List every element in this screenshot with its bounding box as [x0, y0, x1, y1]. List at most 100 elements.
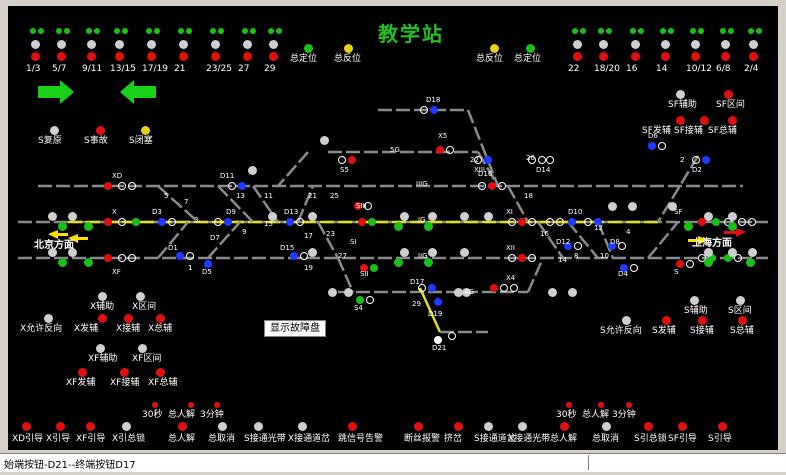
x-send-button[interactable] [98, 314, 107, 323]
signal-button[interactable] [268, 212, 277, 221]
signal-button[interactable] [728, 212, 737, 221]
signal-button[interactable] [548, 288, 557, 297]
x-permit-button[interactable] [44, 314, 53, 323]
control-button[interactable] [141, 126, 150, 135]
signal-button[interactable] [344, 288, 353, 297]
bottom-button[interactable] [454, 422, 463, 431]
bottom-button[interactable] [56, 422, 65, 431]
control-button[interactable] [96, 126, 105, 135]
signal-button[interactable] [628, 202, 637, 211]
control-button[interactable] [50, 126, 59, 135]
switch-position-button[interactable] [721, 40, 730, 49]
bottom-button[interactable] [254, 422, 263, 431]
total-normal-button[interactable] [526, 44, 535, 53]
signal-button[interactable] [394, 258, 403, 267]
switch-position-button[interactable] [115, 40, 124, 49]
switch-reverse-button[interactable] [721, 52, 730, 61]
xf-total-button[interactable] [156, 368, 165, 377]
switch-position-button[interactable] [573, 40, 582, 49]
total-reverse-button[interactable] [490, 44, 499, 53]
bottom-button[interactable] [218, 422, 227, 431]
signal-button[interactable] [728, 248, 737, 257]
signal-button[interactable] [704, 212, 713, 221]
sf-button[interactable] [676, 116, 685, 125]
xf-section-button[interactable] [138, 344, 147, 353]
signal-button[interactable] [462, 288, 471, 297]
s-permit-button[interactable] [622, 316, 631, 325]
signal-button[interactable] [568, 288, 577, 297]
bottom-button[interactable] [484, 422, 493, 431]
switch-reverse-button[interactable] [749, 52, 758, 61]
switch-position-button[interactable] [147, 40, 156, 49]
xf-receive-button[interactable] [120, 368, 129, 377]
signal-button[interactable] [428, 212, 437, 221]
bottom-button[interactable] [414, 422, 423, 431]
s-total-button[interactable] [738, 316, 747, 325]
signal-button[interactable] [428, 248, 437, 257]
switch-position-button[interactable] [179, 40, 188, 49]
switch-reverse-button[interactable] [147, 52, 156, 61]
s-section-button[interactable] [736, 296, 745, 305]
bottom-button[interactable] [348, 422, 357, 431]
switch-reverse-button[interactable] [573, 52, 582, 61]
total-reverse-button[interactable] [344, 44, 353, 53]
signal-button[interactable] [248, 166, 257, 175]
switch-reverse-button[interactable] [631, 52, 640, 61]
signal-button[interactable] [460, 248, 469, 257]
xf-send-button[interactable] [78, 368, 87, 377]
bottom-button[interactable] [178, 422, 187, 431]
switch-position-button[interactable] [691, 40, 700, 49]
switch-position-button[interactable] [631, 40, 640, 49]
signal-button[interactable] [728, 222, 737, 231]
switch-reverse-button[interactable] [691, 52, 700, 61]
signal-button[interactable] [424, 222, 433, 231]
switch-position-button[interactable] [57, 40, 66, 49]
signal-button[interactable] [68, 248, 77, 257]
switch-reverse-button[interactable] [599, 52, 608, 61]
switch-position-button[interactable] [269, 40, 278, 49]
switch-position-button[interactable] [243, 40, 252, 49]
s-receive-button[interactable] [698, 316, 707, 325]
signal-button[interactable] [400, 212, 409, 221]
switch-reverse-button[interactable] [211, 52, 220, 61]
signal-button[interactable] [320, 136, 329, 145]
bottom-button[interactable] [718, 422, 727, 431]
x-total-button[interactable] [156, 314, 165, 323]
signal-button[interactable] [608, 202, 617, 211]
signal-button[interactable] [704, 258, 713, 267]
switch-reverse-button[interactable] [179, 52, 188, 61]
bottom-button[interactable] [298, 422, 307, 431]
signal-button[interactable] [58, 222, 67, 231]
signal-button[interactable] [668, 202, 677, 211]
signal-button[interactable] [484, 212, 493, 221]
signal-button[interactable] [394, 222, 403, 231]
xf-aux-button[interactable] [96, 344, 105, 353]
switch-position-button[interactable] [599, 40, 608, 49]
x-section-button[interactable] [136, 292, 145, 301]
switch-reverse-button[interactable] [57, 52, 66, 61]
switch-position-button[interactable] [87, 40, 96, 49]
signal-button[interactable] [68, 212, 77, 221]
s-send-button[interactable] [662, 316, 671, 325]
signal-button[interactable] [454, 288, 463, 297]
switch-reverse-button[interactable] [31, 52, 40, 61]
bottom-button[interactable] [602, 422, 611, 431]
bottom-button[interactable] [518, 422, 527, 431]
switch-position-button[interactable] [661, 40, 670, 49]
signal-button[interactable] [748, 248, 757, 257]
signal-button[interactable] [58, 258, 67, 267]
x-receive-button[interactable] [124, 314, 133, 323]
switch-reverse-button[interactable] [661, 52, 670, 61]
bottom-button[interactable] [122, 422, 131, 431]
signal-button[interactable] [746, 258, 755, 267]
signal-button[interactable] [460, 212, 469, 221]
signal-button[interactable] [400, 248, 409, 257]
switch-position-button[interactable] [749, 40, 758, 49]
signal-button[interactable] [424, 258, 433, 267]
signal-button[interactable] [308, 248, 317, 257]
signal-button[interactable] [84, 222, 93, 231]
signal-button[interactable] [84, 258, 93, 267]
signal-button[interactable] [684, 222, 693, 231]
switch-reverse-button[interactable] [87, 52, 96, 61]
bottom-button[interactable] [644, 422, 653, 431]
